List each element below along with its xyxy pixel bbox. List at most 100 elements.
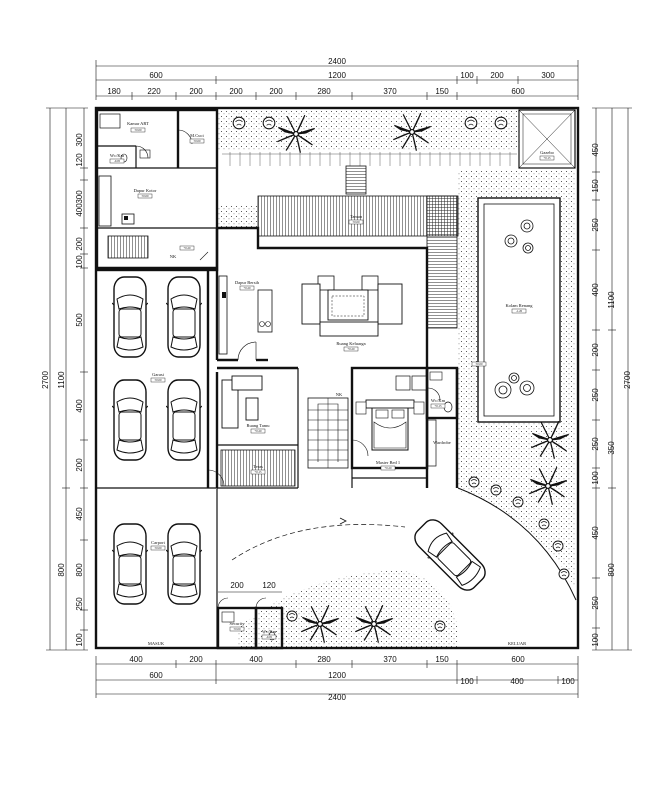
label-wc-master: Wc/Km (431, 398, 446, 403)
dim-right2-10: 250 (591, 596, 600, 610)
tag-gazebo: +0.15 (544, 156, 551, 160)
dim-top2-5: 200 (269, 87, 283, 96)
tag-kolam: -1.20 (516, 309, 523, 313)
label-master-bed: Master Bed 1 (376, 460, 400, 465)
dim-bot-5: 370 (383, 655, 397, 664)
dim-left2-1: 300 (75, 133, 84, 147)
label-kolam-renang: Kolam Renang (505, 303, 533, 308)
dim-left2-6: 100 (75, 255, 84, 269)
dim-bot2-3: 100 (460, 677, 474, 686)
tag-garasi: ±0.00 (155, 378, 162, 382)
dim-bot-2: 200 (189, 655, 203, 664)
stairs (107, 165, 367, 469)
dim-top-4: 200 (490, 71, 504, 80)
dim-left-2: 800 (57, 563, 66, 577)
dim-top2-8: 150 (435, 87, 449, 96)
label-nk-1: NK (170, 254, 177, 259)
dim-top-2: 1200 (328, 71, 346, 80)
tag-kamar-art: ±0.00 (135, 128, 142, 132)
label-masuk: MASUK (148, 641, 165, 646)
dim-bot2-2: 1200 (328, 671, 346, 680)
dim-bot-3: 400 (249, 655, 263, 664)
dim-bot-6: 150 (435, 655, 449, 664)
dim-right2-11: 100 (591, 633, 600, 647)
dim-bot-4: 280 (317, 655, 331, 664)
label-dapur-kotor: Dapur Kotor (134, 188, 157, 193)
dim-left2-3: 300 (75, 190, 84, 204)
room-labels: Kamar ART ±0.00 M.Cuci ±0.00 Wc/Km -0.05… (109, 121, 555, 646)
dim-right-2: 350 (607, 441, 616, 455)
dim-bot-total: 2400 (328, 693, 346, 702)
dim-left2-4: 400 (75, 203, 84, 217)
label-mcuci: M.Cuci (190, 133, 204, 138)
dim-left2-10: 450 (75, 507, 84, 521)
tag-wc-security: -0.05 (266, 635, 273, 639)
label-security: Security (230, 621, 246, 626)
tag-teras: +0.15 (255, 470, 262, 474)
dim-left-1: 1100 (57, 371, 66, 389)
dim-right-total: 2700 (623, 371, 632, 389)
label-gazebo: Gazebo (540, 150, 554, 155)
dim-top2-1: 180 (107, 87, 121, 96)
tag-security: ±0.00 (234, 627, 241, 631)
dim-left2-9: 200 (75, 458, 84, 472)
dim-top-1: 600 (149, 71, 163, 80)
dim-top2-4: 200 (229, 87, 243, 96)
dim-top2-9: 600 (511, 87, 525, 96)
dim-right2-5: 200 (591, 343, 600, 357)
dim-left2-11: 800 (75, 563, 84, 577)
walls (95, 108, 459, 650)
dim-top2-7: 370 (383, 87, 397, 96)
dim-right2-2: 150 (591, 179, 600, 193)
dim-top2-6: 280 (317, 87, 331, 96)
label-garasi: Garasi (152, 372, 164, 377)
dim-bot-7: 600 (511, 655, 525, 664)
tag-kolam-edge: ±0.00 (476, 362, 483, 366)
tag-ruang-keluarga: +0.20 (348, 347, 355, 351)
dim-top-5: 300 (541, 71, 555, 80)
dim-right2-6: 250 (591, 388, 600, 402)
tag-dapur-bersih: +0.20 (244, 286, 251, 290)
tag-dapur-kotor: ±0.00 (142, 194, 149, 198)
label-wc-art: Wc/Km (110, 153, 125, 158)
dim-top-total: 2400 (328, 57, 346, 66)
label-taman: Taman (350, 214, 363, 219)
label-dapur-bersih: Dapur Bersih (235, 280, 260, 285)
dim-right2-9: 450 (591, 526, 600, 540)
label-teras: Teras (253, 464, 263, 469)
label-keluar: KELUAR (508, 641, 526, 646)
dim-right2-1: 450 (591, 143, 600, 157)
dim-bot2-5: 100 (561, 677, 575, 686)
doors (135, 129, 441, 609)
dim-right2-3: 250 (591, 218, 600, 232)
tag-wc-master: +0.15 (435, 404, 442, 408)
dim-inner-120: 120 (262, 581, 276, 590)
dim-left2-8: 400 (75, 399, 84, 413)
tag-mcuci: ±0.00 (194, 139, 201, 143)
dim-right2-8: 100 (591, 471, 600, 485)
tag-master-bed: +0.20 (385, 466, 392, 470)
dim-left-total: 2700 (41, 371, 50, 389)
label-kamar-art: Kamar ART (127, 121, 149, 126)
label-wardrobe: Wardrobe (433, 440, 451, 445)
dim-right2-4: 400 (591, 283, 600, 297)
tag-ruang-tamu: +0.20 (255, 429, 262, 433)
label-nk-2: NK (336, 392, 343, 397)
dim-left2-12: 250 (75, 597, 84, 611)
dim-left2-5: 200 (75, 237, 84, 251)
dim-left2-2: 120 (75, 153, 84, 167)
dim-bot2-1: 600 (149, 671, 163, 680)
dim-right2-7: 250 (591, 437, 600, 451)
dim-top2-2: 220 (147, 87, 161, 96)
tag-stair-a: +0.20 (184, 246, 191, 250)
dimension-lines: 2400 600 1200 100 200 300 180 220 200 20… (41, 57, 632, 702)
label-ruang-keluarga: Ruang Keluarga (336, 341, 365, 346)
label-wc-security: Wc/Km (262, 629, 277, 634)
dim-left2-13: 100 (75, 633, 84, 647)
dim-bot2-4: 400 (510, 677, 524, 686)
tag-taman: ±0.00 (353, 220, 360, 224)
dim-right-3: 800 (607, 563, 616, 577)
dim-left2-7: 500 (75, 313, 84, 327)
label-carport: Carport (151, 540, 165, 545)
